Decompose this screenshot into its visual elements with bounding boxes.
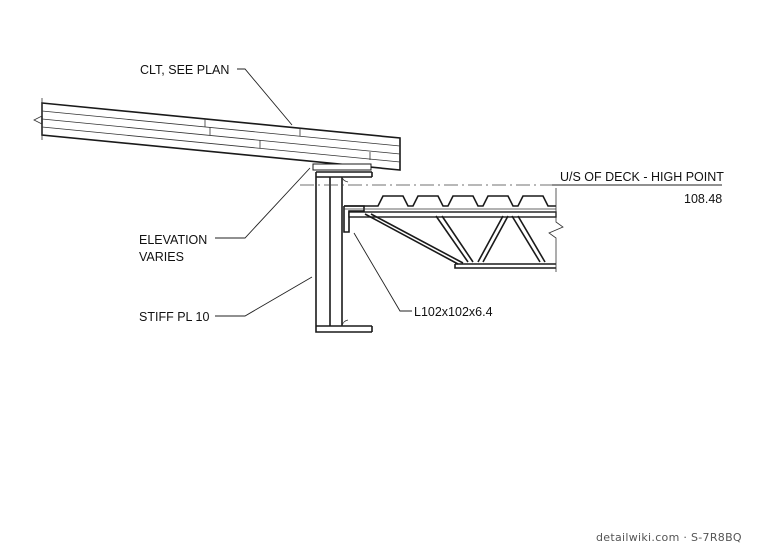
clt-label: CLT, SEE PLAN <box>140 63 229 77</box>
elevation-label-line2: VARIES <box>139 250 184 264</box>
watermark: detailwiki.com · S-7R8BQ <box>596 531 742 544</box>
steel-beam <box>315 171 373 333</box>
bearing-shim <box>312 163 372 171</box>
break-line-right <box>548 188 564 272</box>
angle-label: L102x102x6.4 <box>414 305 493 319</box>
steel-joist <box>348 211 557 269</box>
annotations: CLT, SEE PLAN ELEVATION VARIES STIFF PL … <box>139 63 724 324</box>
steel-angle <box>343 205 365 233</box>
metal-deck <box>344 195 556 210</box>
elevation-label-line1: ELEVATION <box>139 233 207 247</box>
clt-panel <box>33 98 401 171</box>
stiff-plate-label: STIFF PL 10 <box>139 310 209 324</box>
leader-lines <box>215 68 412 317</box>
deck-high-point-label: U/S OF DECK - HIGH POINT <box>560 170 724 184</box>
deck-elevation-value: 108.48 <box>684 192 722 206</box>
